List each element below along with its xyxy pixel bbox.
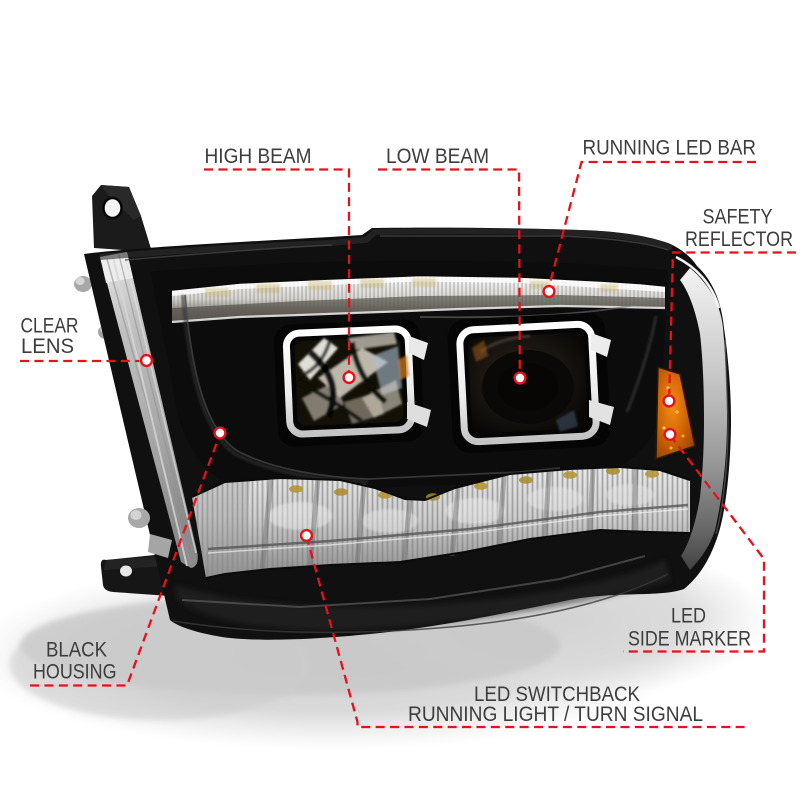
- svg-text:LENS: LENS: [21, 335, 74, 358]
- svg-text:LED: LED: [671, 605, 706, 628]
- svg-text:REFLECTOR: REFLECTOR: [685, 228, 793, 251]
- svg-text:SAFETY: SAFETY: [703, 206, 773, 229]
- svg-text:BLACK: BLACK: [46, 639, 107, 662]
- svg-text:LOW BEAM: LOW BEAM: [386, 145, 489, 168]
- svg-text:HOUSING: HOUSING: [33, 661, 117, 684]
- svg-text:SIDE MARKER: SIDE MARKER: [628, 628, 751, 651]
- svg-text:LED SWITCHBACK: LED SWITCHBACK: [474, 683, 640, 706]
- svg-text:RUNNING LIGHT / TURN SIGNAL: RUNNING LIGHT / TURN SIGNAL: [408, 703, 703, 726]
- svg-text:RUNNING LED BAR: RUNNING LED BAR: [583, 137, 757, 160]
- svg-text:CLEAR: CLEAR: [21, 315, 79, 338]
- svg-text:HIGH BEAM: HIGH BEAM: [205, 145, 312, 168]
